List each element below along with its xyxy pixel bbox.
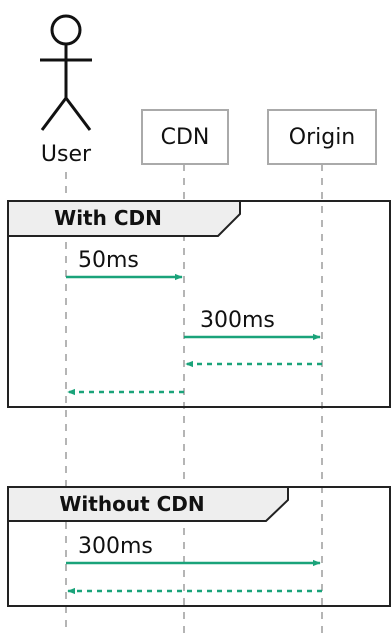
lifelines [65, 164, 323, 633]
message-label: 50ms [78, 248, 139, 273]
frame-without-cdn: Without CDN 300ms [7, 486, 391, 607]
message-label: 300ms [78, 534, 153, 559]
frame-with-cdn: With CDN 50ms 300ms [7, 200, 391, 408]
participant-label-cdn: CDN [161, 125, 210, 150]
participant-origin: Origin [267, 109, 377, 165]
participant-label-origin: Origin [289, 125, 356, 150]
participant-label-user: User [41, 142, 92, 167]
participant-cdn: CDN [141, 109, 229, 165]
frame-header-tab [7, 486, 289, 522]
frame-header-tab [7, 200, 241, 237]
participant-box-cdn [141, 109, 229, 165]
frame-title: With CDN [54, 206, 162, 230]
participant-box-origin [267, 109, 377, 165]
message-label: 300ms [200, 308, 275, 333]
message-cdn-to-origin: 300ms [184, 308, 321, 341]
message-user-to-origin: 300ms [66, 534, 321, 567]
message-user-to-cdn: 50ms [66, 248, 183, 281]
participant-user: User [40, 14, 92, 167]
frame-title: Without CDN [59, 492, 204, 516]
actor-icon [40, 14, 92, 131]
